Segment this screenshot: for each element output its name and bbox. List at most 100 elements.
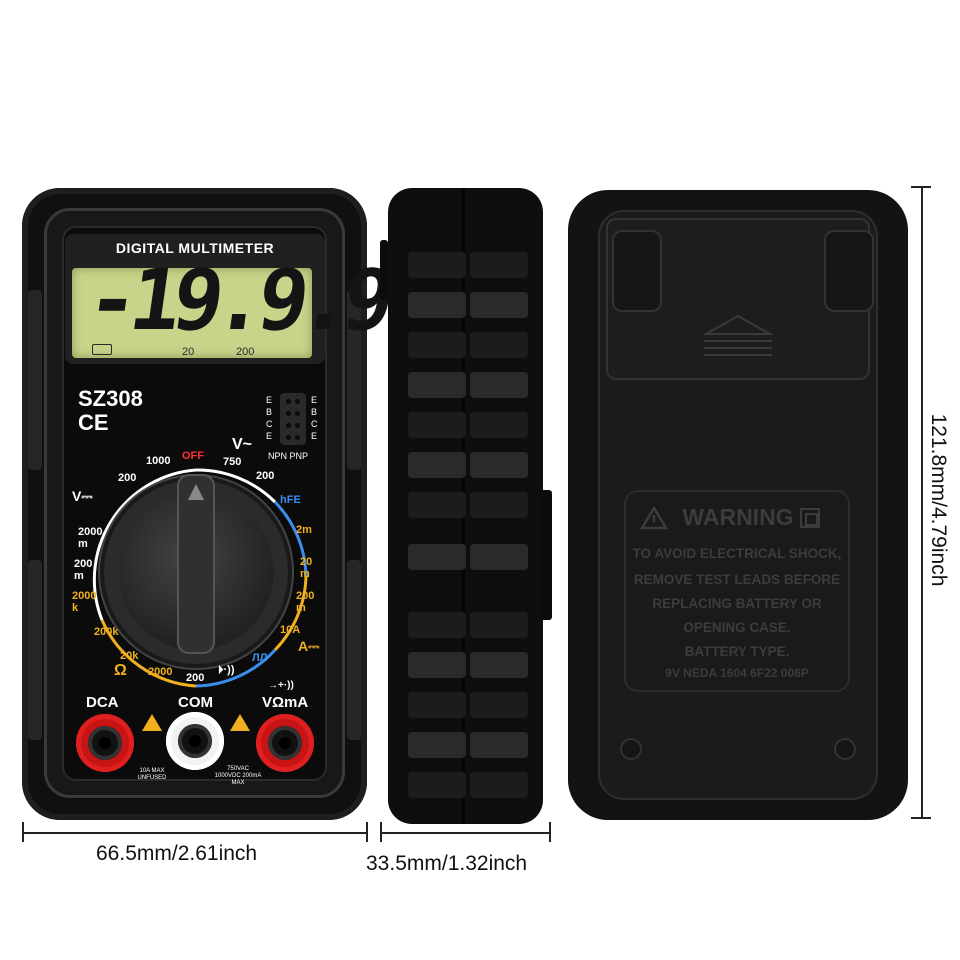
screw-icon-left (620, 738, 642, 760)
dial-label-200k: 200k (94, 626, 119, 638)
dial-label-2m: 2m (296, 524, 312, 536)
warning-line-5: BATTERY TYPE. (684, 644, 790, 659)
depth-tick-left (380, 822, 382, 842)
side-grip-slab (408, 544, 466, 570)
side-grip-slab (470, 332, 528, 358)
side-grip-slab (408, 732, 466, 758)
side-grip-slab (408, 252, 466, 278)
side-grip-slab (470, 544, 528, 570)
side-grip-slab (408, 372, 466, 398)
lcd-screen (72, 268, 312, 358)
side-clip (380, 240, 388, 300)
dial-hfe-label: hFE (280, 494, 301, 506)
warning-line-4: OPENING CASE. (683, 620, 791, 635)
depth-tick-right (549, 822, 551, 842)
side-grip-slab (470, 492, 528, 518)
warning-title: WARNING (682, 504, 794, 530)
left-grip-rib-lower (28, 560, 42, 740)
side-grip-slab (408, 332, 466, 358)
lid-release-icon (702, 314, 774, 356)
hfe-pin-labels-right: E B C E (311, 395, 318, 441)
dial-arrow-icon (188, 484, 204, 500)
dial-label-750: 750 (223, 456, 242, 468)
voma-rating-note: 750VAC 1000VDC 200mA MAX (214, 766, 262, 786)
dial-label-1000: 1000 (146, 455, 171, 467)
dial-label-200m: 200 m (74, 558, 93, 582)
dial-label-20k: 20k (120, 650, 139, 662)
side-grip-slab (470, 612, 528, 638)
dial-label-200m-a: 200 m (296, 590, 315, 614)
side-grip-slab (408, 692, 466, 718)
height-tick-bottom (911, 817, 931, 819)
lcd-reading: -19.9.9 (81, 251, 393, 349)
dial-label-200-vac: 200 (256, 470, 275, 482)
right-grip-rib (347, 290, 361, 470)
dial-off-label: OFF (182, 450, 204, 462)
right-grip-rib-lower (347, 560, 361, 740)
com-jack[interactable] (166, 712, 224, 770)
dial-label-2000k: 2000 k (72, 590, 97, 614)
lcd-range-20: 20 (182, 346, 195, 358)
side-grip-slab (470, 292, 528, 318)
side-grip-slab (408, 652, 466, 678)
warning-triangle-icon (142, 714, 162, 731)
dial-label-2000m: 2000 m (78, 526, 103, 550)
diode-continuity-icon: →+·)) (268, 680, 294, 691)
dial-amp-label: A⎓ (298, 638, 320, 654)
height-dimension-label: 121.8mm/4.79inch (927, 413, 950, 587)
side-grip-slab (408, 452, 466, 478)
rubber-foot-right (824, 230, 874, 312)
width-dimension-line (22, 832, 367, 834)
dial-vac-label: V~ (232, 436, 253, 453)
device-title: DIGITAL MULTIMETER (115, 240, 275, 256)
side-grip-slab (470, 412, 528, 438)
warning-triangle-icon-right (230, 714, 250, 731)
side-grip-slab (470, 372, 528, 398)
dial-continuity-label: ⏵·)) (218, 664, 235, 676)
dial-label-200-vdc: 200 (118, 472, 137, 484)
dial-vdc-label: V⎓ (72, 488, 93, 504)
ce-mark: CE (78, 410, 109, 435)
screw-icon-right (834, 738, 856, 760)
side-grip-slab (470, 652, 528, 678)
hfe-socket[interactable] (280, 393, 306, 445)
height-dimension-line (921, 186, 923, 818)
width-tick-right (366, 822, 368, 842)
dial-label-200-ohm: 200 (186, 672, 205, 684)
side-grip-slab (470, 452, 528, 478)
dca-rating-note: 10A MAX UNFUSED (137, 768, 167, 781)
dial-label-10a: 10A (280, 624, 301, 636)
left-grip-rib (28, 290, 42, 470)
lcd-range-200: 200 (236, 346, 255, 358)
side-stand-bump (540, 490, 552, 620)
warning-line-1: TO AVOID ELECTRICAL SHOCK, (632, 546, 842, 561)
warning-plate (624, 490, 850, 692)
voma-jack[interactable] (256, 714, 314, 772)
width-dimension-label: 66.5mm/2.61inch (96, 842, 258, 865)
dial-squarewave-label: ЛЛ (252, 652, 268, 664)
side-grip-slab (408, 492, 466, 518)
warning-line-3: REPLACING BATTERY OR (652, 596, 822, 611)
jack-label-vomA: VΩmA (262, 694, 309, 711)
dial-scale-arcs (92, 468, 308, 688)
model-number: SZ308 (78, 386, 143, 411)
side-grip-slab (470, 252, 528, 278)
dial-label-2000: 2000 (148, 666, 173, 678)
height-tick-top (911, 186, 931, 188)
width-tick-left (22, 822, 24, 842)
side-grip-slab (470, 732, 528, 758)
warning-triangle-icon-back (640, 506, 668, 530)
warning-line-6: 9V NEDA 1604 6F22 006P (665, 666, 809, 680)
side-grip-slab (470, 692, 528, 718)
dial-ohm-label: Ω (114, 662, 127, 679)
double-insulation-icon (800, 508, 820, 528)
hfe-pin-labels-left: E B C E (266, 395, 273, 441)
side-grip-slab (408, 412, 466, 438)
rubber-foot-left (612, 230, 662, 312)
dial-pointer[interactable] (179, 476, 213, 652)
jack-label-dca: DCA (86, 694, 119, 711)
jack-label-com: COM (178, 694, 213, 711)
dca-jack[interactable] (76, 714, 134, 772)
side-grip-slab (408, 292, 466, 318)
dial-label-20m: 20 m (300, 556, 313, 580)
